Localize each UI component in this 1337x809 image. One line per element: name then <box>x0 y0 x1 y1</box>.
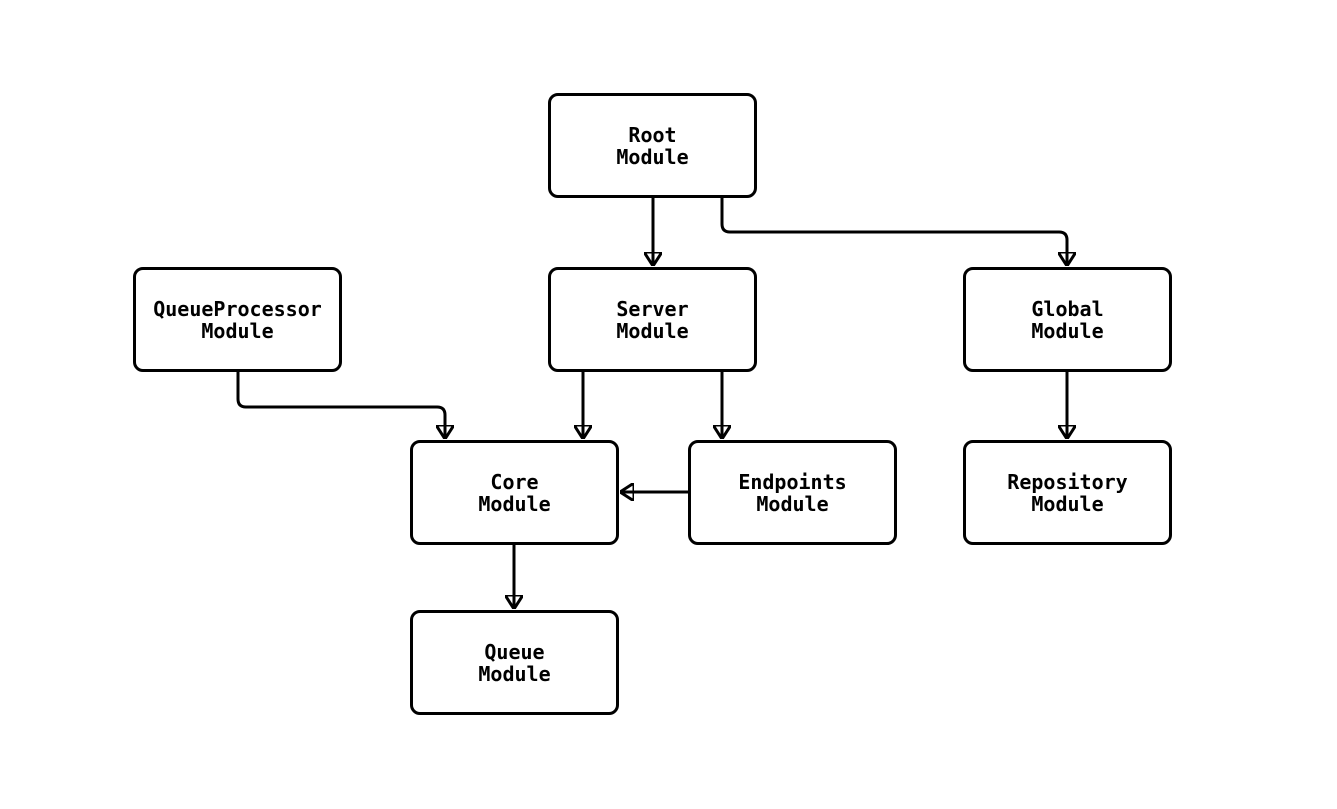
node-repository-module: Repository Module <box>963 440 1172 545</box>
node-queue-module: Queue Module <box>410 610 619 715</box>
node-global-module-line1: Global <box>1031 296 1104 321</box>
node-repository-module-line1: Repository <box>1007 469 1128 494</box>
node-root-module-line2: Module <box>616 144 689 169</box>
node-root-module-line1: Root <box>628 122 677 147</box>
node-server-module: Server Module <box>548 267 757 372</box>
node-endpoints-module-line1: Endpoints <box>738 469 847 494</box>
node-core-module-line1: Core <box>490 469 539 494</box>
edge-root-to-global <box>720 198 1067 264</box>
node-repository-module-line2: Module <box>1031 491 1104 516</box>
node-server-module-line1: Server <box>616 296 689 321</box>
node-endpoints-module-line2: Module <box>756 491 829 516</box>
node-endpoints-module: Endpoints Module <box>688 440 897 545</box>
node-core-module: Core Module <box>410 440 619 545</box>
node-queueprocessor-module-line1: QueueProcessor <box>153 296 322 321</box>
node-global-module-line2: Module <box>1031 318 1104 343</box>
node-queueprocessor-module: QueueProcessor Module <box>133 267 342 372</box>
node-root-module: Root Module <box>548 93 757 198</box>
node-global-module: Global Module <box>963 267 1172 372</box>
node-server-module-line2: Module <box>616 318 689 343</box>
node-queue-module-line1: Queue <box>484 639 545 664</box>
node-core-module-line2: Module <box>478 491 551 516</box>
edge-queueprocessor-to-core <box>236 372 445 437</box>
node-queue-module-line2: Module <box>478 661 551 686</box>
node-queueprocessor-module-line2: Module <box>201 318 274 343</box>
